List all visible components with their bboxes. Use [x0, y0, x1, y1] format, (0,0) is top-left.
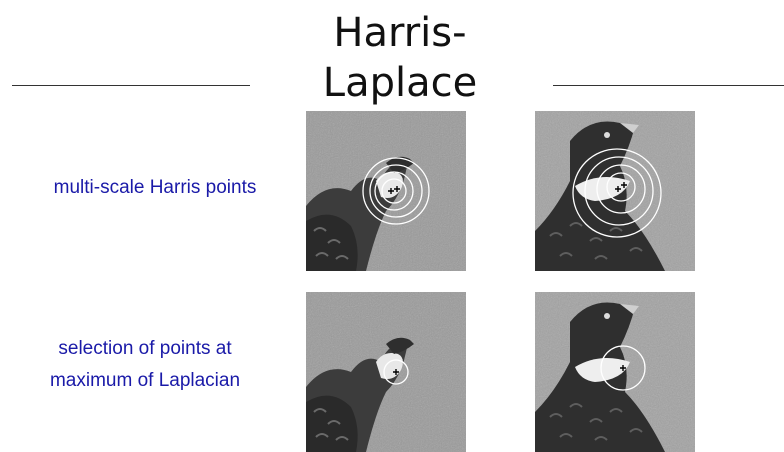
row1-label: multi-scale Harris points	[20, 172, 290, 204]
pheasant-image-small-selected	[306, 292, 466, 452]
slide-title: Harris- Laplace	[250, 8, 550, 108]
slide-title-line2: Laplace	[250, 58, 550, 108]
row2-label: selection of points at maximum of Laplac…	[15, 333, 275, 397]
pheasant-image-large-selected	[535, 292, 695, 452]
row2-label-line2: maximum of Laplacian	[15, 365, 275, 397]
right-divider	[553, 85, 784, 86]
row2-label-line1: selection of points at	[15, 333, 275, 365]
left-divider	[12, 85, 250, 86]
pheasant-image-large-multiscale	[535, 111, 695, 271]
pheasant-image-small-multiscale	[306, 111, 466, 271]
slide-title-line1: Harris-	[250, 8, 550, 58]
